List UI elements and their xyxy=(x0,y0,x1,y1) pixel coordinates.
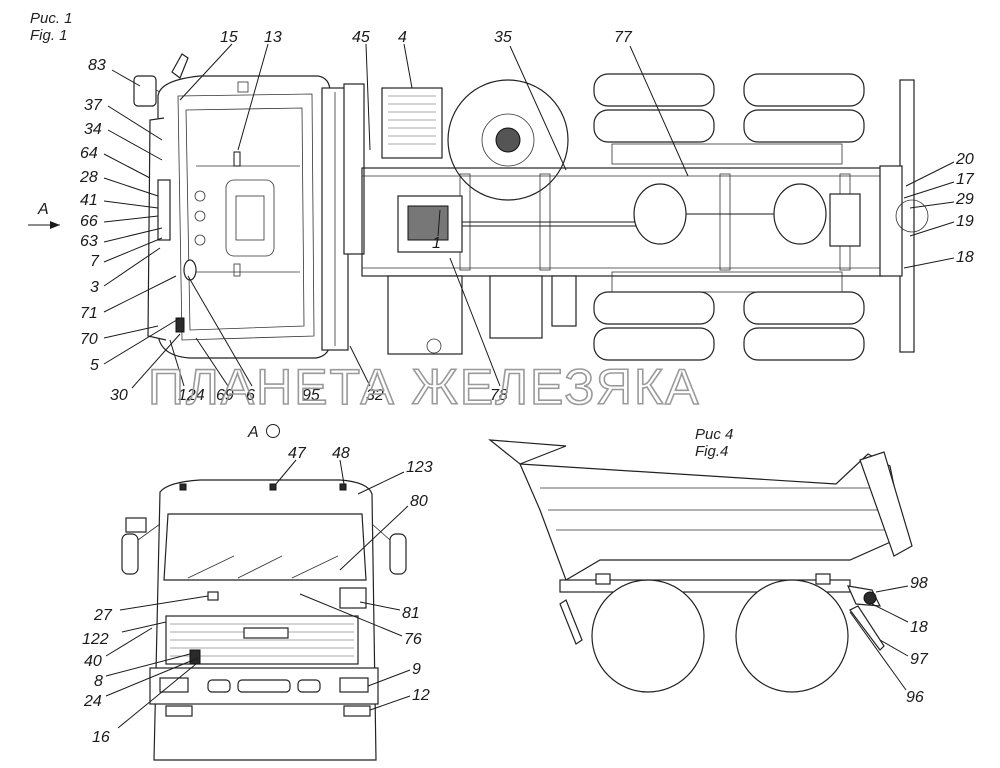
callout-7: 7 xyxy=(90,253,100,270)
callout-32: 32 xyxy=(366,387,384,404)
callout-76: 76 xyxy=(404,631,422,648)
callout-4: 4 xyxy=(398,29,407,46)
callout-77: 77 xyxy=(614,29,633,46)
fig1-leaders xyxy=(103,43,955,389)
callout-64: 64 xyxy=(80,145,98,162)
callout-48: 48 xyxy=(332,445,350,462)
fig1-top-view: А xyxy=(28,53,929,361)
callout-45: 45 xyxy=(352,29,370,46)
callout-29: 29 xyxy=(955,191,974,208)
top-mirror xyxy=(171,53,189,79)
callout-13: 13 xyxy=(264,29,282,46)
callout-28: 28 xyxy=(79,169,98,186)
callout-9: 9 xyxy=(412,661,421,678)
callout-122: 122 xyxy=(82,631,109,648)
view-a-callouts: 47 48 123 80 27 81 122 76 40 8 24 16 9 1… xyxy=(82,445,433,746)
callout-27: 27 xyxy=(93,607,113,624)
callout-81: 81 xyxy=(402,605,420,622)
view-a-caption: А xyxy=(248,424,281,441)
callout-123: 123 xyxy=(406,459,433,476)
callout-30: 30 xyxy=(110,387,128,404)
callout-124: 124 xyxy=(178,387,205,404)
fig4-caption-ru: Рис 4 xyxy=(695,426,734,443)
fig1-caption-ru: Рис. 1 xyxy=(30,10,73,27)
callout-18b: 18 xyxy=(910,619,928,636)
callout-18: 18 xyxy=(956,249,974,266)
callout-17: 17 xyxy=(956,171,975,188)
callout-83: 83 xyxy=(88,57,106,74)
callout-19: 19 xyxy=(956,213,974,230)
callout-37: 37 xyxy=(84,97,103,114)
battery-box xyxy=(381,87,443,159)
view-a-circle-icon xyxy=(266,424,281,438)
view-a-leaders xyxy=(105,459,411,729)
view-arrow-a-label: А xyxy=(37,201,49,218)
callout-66: 66 xyxy=(80,213,98,230)
callout-78: 78 xyxy=(490,387,508,404)
callout-6: 6 xyxy=(246,387,255,404)
fig1-caption: Рис. 1 Fig. 1 xyxy=(30,10,73,44)
callout-12: 12 xyxy=(412,687,430,704)
fig4-caption-en: Fig.4 xyxy=(695,443,729,460)
view-arrow-a: А xyxy=(28,201,60,229)
rear-bumper xyxy=(879,79,929,353)
fig1-caption-en: Fig. 1 xyxy=(30,27,68,44)
fig4-dump-body xyxy=(488,439,913,693)
fig4-callouts: 98 18 97 96 xyxy=(906,575,929,706)
callout-34: 34 xyxy=(84,121,102,138)
callout-63: 63 xyxy=(80,233,98,250)
callout-3: 3 xyxy=(90,279,99,296)
cab-rear-panel xyxy=(321,83,365,351)
callout-96: 96 xyxy=(906,689,924,706)
fig1-callouts: 83 15 13 45 4 35 77 37 34 64 28 41 66 63… xyxy=(79,29,975,404)
callout-5: 5 xyxy=(90,357,99,374)
callout-98: 98 xyxy=(910,575,928,592)
callout-40: 40 xyxy=(84,653,102,670)
fuel-tank xyxy=(387,275,577,355)
callout-20: 20 xyxy=(955,151,974,168)
view-a-letter: А xyxy=(248,424,259,441)
callout-15: 15 xyxy=(220,29,238,46)
callout-70: 70 xyxy=(80,331,98,348)
cab-top xyxy=(147,75,331,359)
callout-41: 41 xyxy=(80,192,98,209)
chassis-frame xyxy=(361,167,883,277)
callout-71: 71 xyxy=(80,305,98,322)
callout-24: 24 xyxy=(83,693,102,710)
callout-35: 35 xyxy=(494,29,512,46)
view-a-front xyxy=(121,479,407,761)
callout-8: 8 xyxy=(94,673,103,690)
callout-69: 69 xyxy=(216,387,234,404)
callout-47: 47 xyxy=(288,445,307,462)
callout-80: 80 xyxy=(410,493,428,510)
watermark-text: ПЛАНЕТА ЖЕЛЕЗЯКА xyxy=(148,359,700,415)
fig4-leaders xyxy=(849,585,909,691)
arrow-head-icon xyxy=(50,221,60,229)
callout-1: 1 xyxy=(432,235,441,252)
rear-wheels-top xyxy=(593,73,865,361)
fig4-caption: Рис 4 Fig.4 xyxy=(695,426,733,460)
callout-95: 95 xyxy=(302,387,320,404)
callout-16: 16 xyxy=(92,729,110,746)
spare-wheel xyxy=(447,79,569,201)
callout-97: 97 xyxy=(910,651,929,668)
